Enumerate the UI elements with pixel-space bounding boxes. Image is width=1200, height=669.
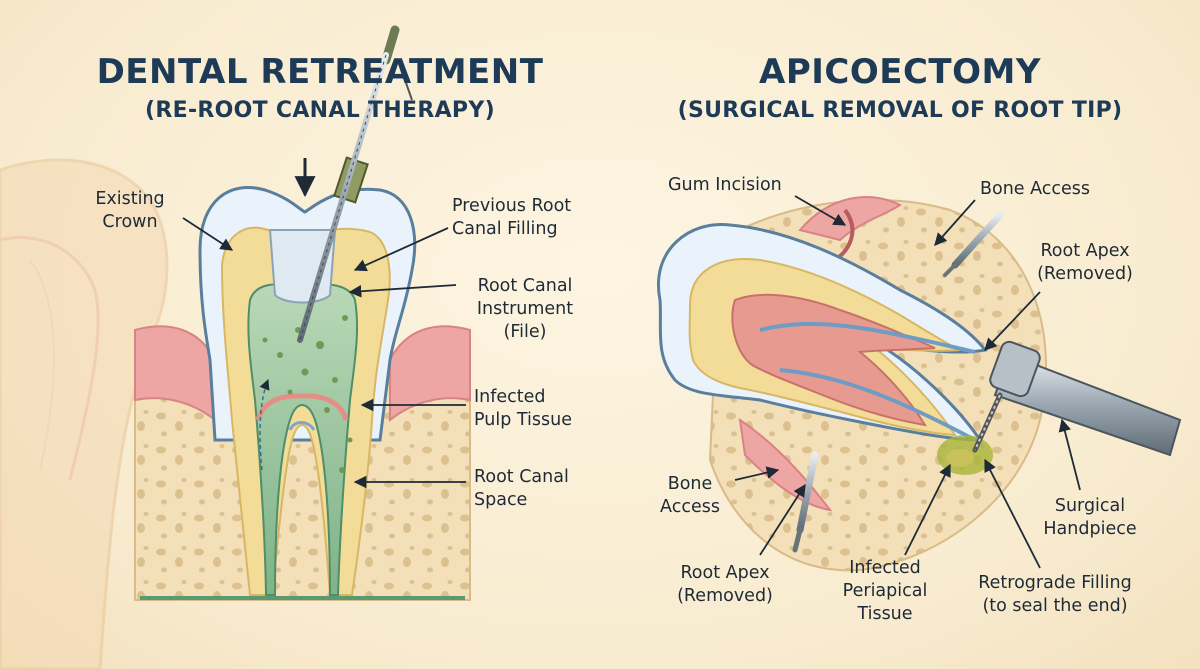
label-gum-incision: Gum Incision bbox=[668, 175, 782, 195]
left-leader-arrows bbox=[182, 217, 466, 489]
right-title: APICOECTOMY bbox=[759, 52, 1041, 92]
label-bone-access-top: Bone Access bbox=[980, 179, 1091, 199]
left-subtitle: (RE-ROOT CANAL THERAPY) bbox=[145, 98, 495, 123]
background-tooth-outline bbox=[0, 158, 169, 669]
label-root-apex-bottom: Root Apex(Removed) bbox=[677, 563, 773, 606]
apicoectomy-tooth bbox=[657, 196, 1182, 572]
right-subtitle: (SURGICAL REMOVAL OF ROOT TIP) bbox=[677, 98, 1123, 123]
label-retrograde-filling: Retrograde Filling(to seal the end) bbox=[978, 573, 1132, 616]
right-leader-arrows bbox=[734, 195, 1081, 569]
retreatment-tooth bbox=[134, 25, 471, 601]
left-title: DENTAL RETREATMENT bbox=[96, 52, 544, 92]
label-root-apex-top: Root Apex(Removed) bbox=[1037, 241, 1133, 284]
